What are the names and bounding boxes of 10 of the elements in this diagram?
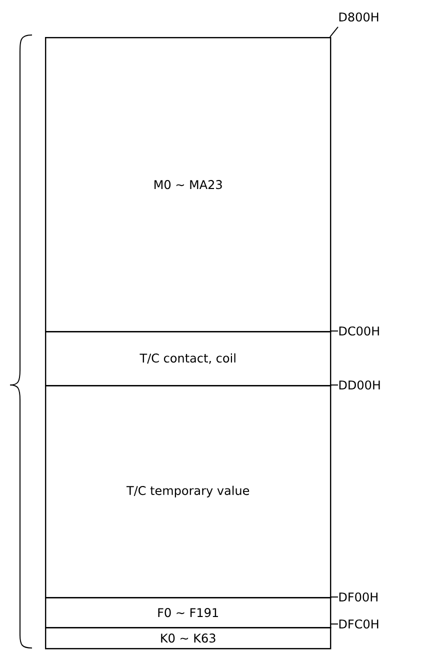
memory-block: K0 ∼ K63: [45, 627, 332, 650]
address-label: DC00H: [330, 326, 379, 336]
address-label: D800H: [330, 12, 378, 38]
address-label: DD00H: [330, 380, 380, 390]
address-label: DF00H: [330, 592, 378, 602]
address-label: DFC0H: [330, 619, 378, 629]
memory-block: T/C temporary value: [45, 385, 332, 598]
memory-block: M0 ∼ MA23: [45, 37, 332, 332]
memory-block: T/C contact, coil: [45, 331, 332, 386]
memory-block: F0 ∼ F191: [45, 597, 332, 628]
